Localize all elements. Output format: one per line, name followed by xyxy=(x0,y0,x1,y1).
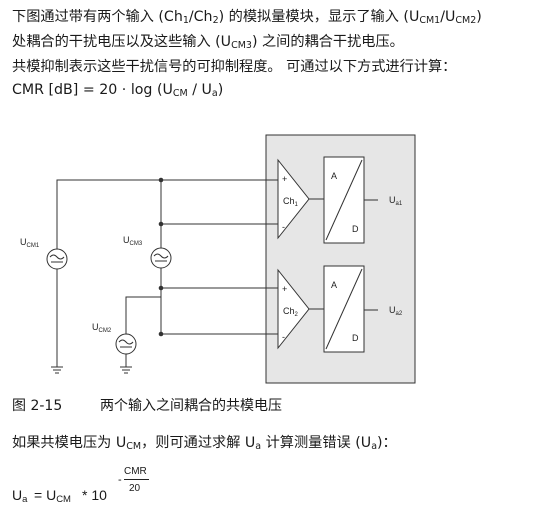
intro-line-3: 共模抑制表示这些干扰信号的可抑制程度。 可通过以下方式进行计算： xyxy=(12,59,457,75)
channel-1-amplifier xyxy=(277,158,310,240)
intro-line-1: 下图通过带有两个输入 (Ch1/Ch2) 的模拟量模块，显示了输入 (UCM1/… xyxy=(12,9,482,26)
fraction-bar xyxy=(124,479,149,480)
exponent-denominator: 20 xyxy=(129,483,141,494)
adc2-d-label: D xyxy=(352,333,359,343)
exponent-minus: - xyxy=(118,474,122,486)
ch1-plus-sign: + xyxy=(282,174,287,184)
channel-1-label: Ch1 xyxy=(283,196,299,208)
error-formula: Ua = UCM * 10 - CMR 20 xyxy=(12,462,212,512)
formula-times-ten: * 10 xyxy=(82,487,107,503)
circuit-wiring xyxy=(56,179,278,367)
ac-source-ucm3 xyxy=(150,247,172,269)
ground-symbol xyxy=(120,366,132,374)
exponent-numerator: CMR xyxy=(124,466,147,477)
channel-2-amplifier xyxy=(277,268,310,350)
junction-dot xyxy=(158,177,164,183)
figure-number: 图 2-15 xyxy=(12,398,63,414)
ucm2-label: UCM2 xyxy=(92,322,112,334)
ucm1-label: UCM1 xyxy=(20,237,40,249)
output-ua2-label: Ua2 xyxy=(389,305,403,317)
error-intro-line: 如果共模电压为 UCM，则可通过求解 Ua 计算测量错误 (Ua)： xyxy=(12,435,397,452)
formula-rhs: = UCM xyxy=(34,487,71,505)
junction-dot xyxy=(158,331,164,337)
junction-dot xyxy=(158,221,164,227)
figure-caption: 两个输入之间耦合的共模电压 xyxy=(100,398,282,414)
output-ua1-label: Ua1 xyxy=(389,195,403,207)
adc1-a-label: A xyxy=(331,171,337,181)
ch2-minus-sign: - xyxy=(282,332,285,342)
channel-2-label: Ch2 xyxy=(283,306,299,318)
adc1-d-label: D xyxy=(352,224,359,234)
ac-source-ucm2 xyxy=(115,333,137,355)
formula-lhs: Ua xyxy=(12,487,28,505)
adc2-a-label: A xyxy=(331,280,337,290)
ground-symbol xyxy=(51,366,63,374)
ac-source-ucm1 xyxy=(46,248,68,270)
ch2-plus-sign: + xyxy=(282,284,287,294)
ucm3-label: UCM3 xyxy=(123,235,143,247)
junction-dot xyxy=(158,285,164,291)
intro-line-2: 处耦合的干扰电压以及这些输入 (UCM3) 之间的耦合干扰电压。 xyxy=(12,34,404,51)
cmr-formula-line: CMR [dB] = 20 · log (UCM / Ua) xyxy=(12,82,224,99)
ch1-minus-sign: - xyxy=(282,222,285,232)
common-mode-circuit-diagram: + - Ch1 A D Ua1 + - Ch2 A D Ua2 xyxy=(20,134,416,384)
